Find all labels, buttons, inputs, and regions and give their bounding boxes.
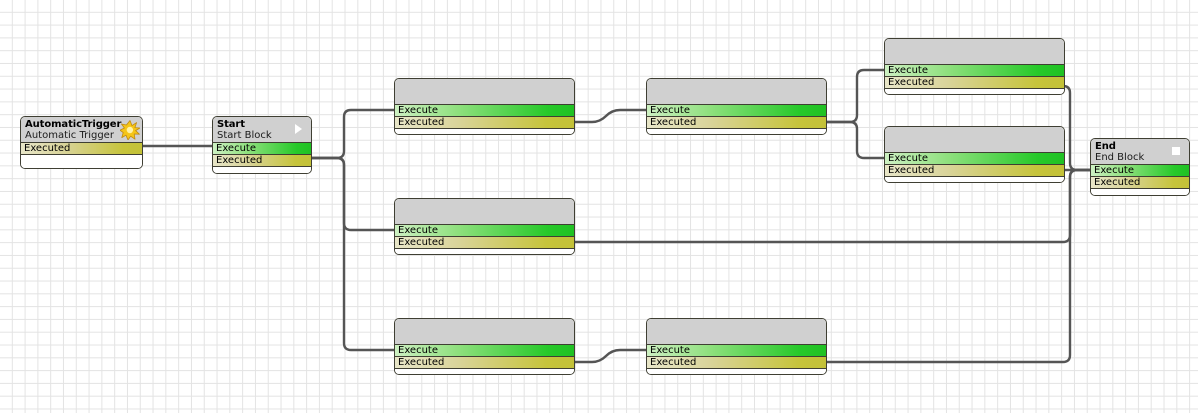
- node-subtitle: Automatic Trigger: [25, 130, 114, 141]
- node-body-area: [21, 155, 142, 168]
- node-subtitle: End Block: [1095, 152, 1145, 163]
- node-title: End: [1095, 141, 1116, 152]
- node-body-area: [213, 167, 311, 173]
- wire-w-top2-to-ur2[interactable]: [827, 120, 884, 160]
- wire-w-top1-to-top2[interactable]: [575, 108, 646, 124]
- node-header[interactable]: [647, 319, 826, 345]
- node-header[interactable]: [885, 127, 1064, 153]
- node-body-area: [885, 89, 1064, 94]
- port-row-execute[interactable]: Execute: [647, 105, 826, 117]
- wire-w-start-to-bottom1[interactable]: [312, 156, 394, 352]
- node-header[interactable]: [395, 199, 574, 225]
- node-title: Start: [217, 119, 245, 130]
- wire-w-bottom2-to-end[interactable]: [827, 168, 1090, 364]
- node-body-area: [647, 369, 826, 374]
- port-row-executed[interactable]: Executed: [647, 117, 826, 129]
- port-row-executed[interactable]: Executed: [885, 165, 1064, 177]
- node-body-area: [395, 369, 574, 374]
- node-body-area: [647, 129, 826, 134]
- port-row-execute[interactable]: Execute: [213, 143, 311, 155]
- node-subtitle: Start Block: [217, 130, 272, 141]
- port-row-executed[interactable]: Executed: [1091, 177, 1189, 189]
- node-title: AutomaticTrigger: [25, 119, 122, 130]
- node-body-area: [885, 177, 1064, 182]
- port-row-executed[interactable]: Executed: [213, 155, 311, 167]
- circle-icon: [1042, 130, 1060, 148]
- port-row-execute[interactable]: Execute: [647, 345, 826, 357]
- wire-w-start-to-top1[interactable]: [312, 108, 394, 160]
- port-row-execute[interactable]: Execute: [395, 225, 574, 237]
- node-header[interactable]: [647, 79, 826, 105]
- circle-icon: [552, 82, 570, 100]
- wire-w-ur1-to-end[interactable]: [1061, 84, 1090, 172]
- circle-icon: [552, 322, 570, 340]
- wire-w-top2-to-ur1[interactable]: [827, 68, 884, 124]
- port-row-executed[interactable]: Executed: [395, 117, 574, 129]
- port-row-executed[interactable]: Executed: [395, 357, 574, 369]
- port-row-execute[interactable]: Execute: [1091, 165, 1189, 177]
- wire-w-bottom1-to-bottom2[interactable]: [575, 348, 646, 364]
- port-row-executed[interactable]: Executed: [395, 237, 574, 249]
- port-row-execute[interactable]: Execute: [885, 65, 1064, 77]
- wire-w-start-to-middle1[interactable]: [312, 156, 394, 232]
- circle-icon: [804, 82, 822, 100]
- port-row-executed[interactable]: Executed: [647, 357, 826, 369]
- port-row-executed[interactable]: Executed: [885, 77, 1064, 89]
- stop-icon: [1167, 142, 1185, 160]
- port-row-execute[interactable]: Execute: [395, 105, 574, 117]
- circle-icon: [1042, 42, 1060, 60]
- port-row-execute[interactable]: Execute: [885, 153, 1064, 165]
- node-header[interactable]: [395, 319, 574, 345]
- port-row-executed[interactable]: Executed: [21, 143, 142, 155]
- node-body-area: [1091, 189, 1189, 195]
- play-icon: [289, 120, 307, 138]
- node-header[interactable]: [885, 39, 1064, 65]
- sun-icon: [119, 120, 141, 141]
- node-body-area: [395, 129, 574, 134]
- port-row-execute[interactable]: Execute: [395, 345, 574, 357]
- node-header[interactable]: [395, 79, 574, 105]
- circle-icon: [552, 202, 570, 220]
- circle-icon: [804, 322, 822, 340]
- node-body-area: [395, 249, 574, 254]
